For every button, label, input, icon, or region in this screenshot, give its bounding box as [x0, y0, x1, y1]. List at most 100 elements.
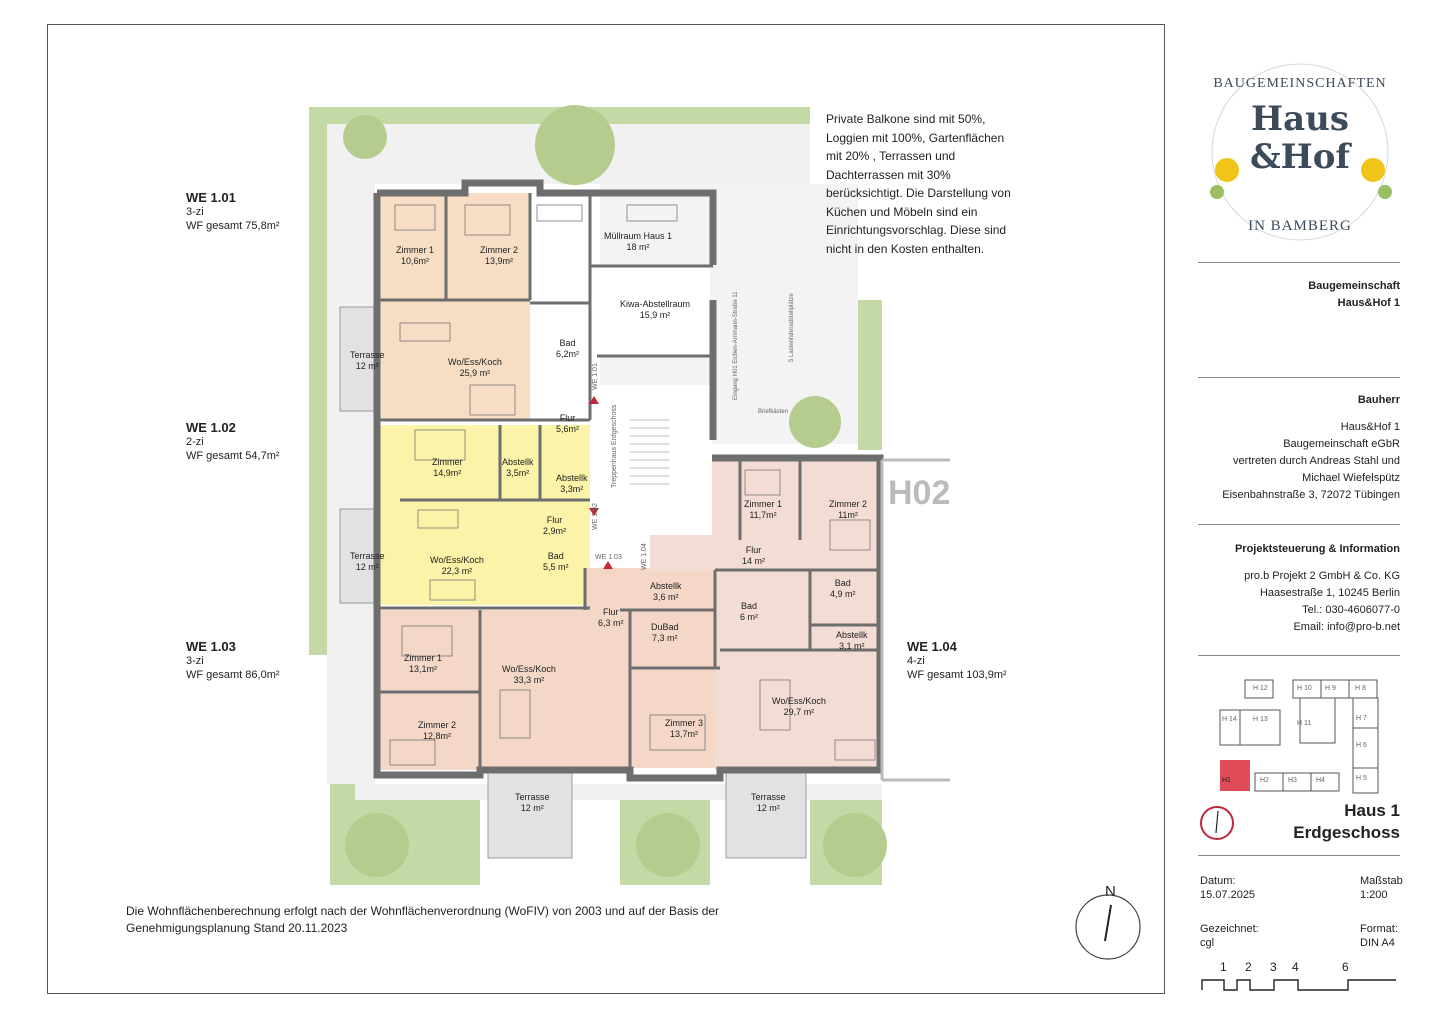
- divider: [1198, 377, 1400, 378]
- gezeichnet-block: Gezeichnet: cgl: [1200, 923, 1259, 949]
- scale-bar: [1201, 979, 1396, 991]
- terrace-we102: [339, 508, 377, 604]
- stair-treads: [630, 419, 670, 485]
- apartment-we104: WE 1.04 4-zi WF gesamt 103,9m²: [907, 640, 1007, 682]
- we103-entry-label: WE 1.03: [595, 554, 622, 561]
- projektsteuerung-block: Projektsteuerung & Information pro.b Pro…: [1198, 541, 1400, 636]
- apartment-area: WF gesamt 54,7m²: [186, 450, 280, 462]
- stair-label: Treppenhaus Erdgeschoss: [611, 404, 618, 488]
- svg-text:IN BAMBERG: IN BAMBERG: [1248, 218, 1352, 234]
- apartment-area: WF gesamt 86,0m²: [186, 669, 280, 681]
- we101-entry-label: WE 1.01: [592, 363, 599, 390]
- we104-entry-label: WE 1.04: [641, 543, 648, 570]
- north-label: N: [1105, 883, 1116, 900]
- apartment-name: WE 1.01: [186, 190, 236, 205]
- apartment-rooms: 2-zi: [186, 436, 204, 448]
- site-label: H 8: [1355, 685, 1366, 692]
- divider: [1198, 855, 1400, 856]
- divider: [1198, 262, 1400, 263]
- logo-hof: &Hof: [1249, 137, 1351, 177]
- we101-area: [380, 193, 530, 420]
- floor-plan: [309, 105, 950, 885]
- bauherr-heading: Bauherr: [1357, 394, 1400, 406]
- site-label: H 7: [1356, 715, 1367, 722]
- site-label: H 14: [1222, 716, 1237, 723]
- divider: [1198, 655, 1400, 656]
- we104-area: [715, 570, 880, 770]
- muellraum: [530, 193, 590, 303]
- entrance-label: Eingang H01 Eichen-Ammann-Straße 11: [733, 291, 739, 400]
- entrance-markers: [589, 396, 613, 569]
- north-arrow: [1075, 894, 1141, 960]
- kiwa-abstellraum: [590, 266, 710, 356]
- site-label: H 12: [1253, 685, 1268, 692]
- logo-haus: Haus: [1250, 99, 1349, 139]
- logo-main: Haus &Hof: [1195, 100, 1405, 176]
- site-label: H1: [1222, 777, 1231, 784]
- apartment-name: WE 1.02: [186, 420, 236, 435]
- drawing-frame: [47, 24, 1165, 994]
- site-label: H3: [1288, 777, 1297, 784]
- massstab-block: Maßstab 1:200: [1360, 875, 1403, 901]
- ps-heading: Projektsteuerung & Information: [1234, 543, 1400, 555]
- site-label: H 10: [1297, 685, 1312, 692]
- we102-entry-label: WE 1.02: [592, 503, 599, 530]
- scale-tick-label: 6: [1342, 960, 1349, 974]
- apartment-we101: WE 1.01 3-zi WF gesamt 75,8m²: [186, 191, 280, 233]
- calculation-note: Die Wohnflächenberechnung erfolgt nach d…: [126, 904, 720, 935]
- apartment-name: WE 1.03: [186, 639, 236, 654]
- h02-label: H02: [888, 474, 951, 512]
- h02-outline: [880, 458, 950, 782]
- site-label: H 6: [1356, 742, 1367, 749]
- interior-walls: [377, 193, 880, 770]
- tree: [636, 813, 700, 877]
- apartment-we102: WE 1.02 2-zi WF gesamt 54,7m²: [186, 421, 280, 463]
- terrace-we104: [725, 767, 807, 859]
- tree: [535, 105, 615, 185]
- divider: [1198, 524, 1400, 525]
- svg-text:BAUGEMEINSCHAFTEN: BAUGEMEINSCHAFTEN: [1213, 76, 1386, 91]
- apartment-area: WF gesamt 75,8m²: [186, 220, 280, 232]
- garden-left: [309, 107, 327, 655]
- site-label: H 13: [1253, 716, 1268, 723]
- apartment-name: WE 1.04: [907, 639, 957, 654]
- scale-tick-label: 1: [1220, 960, 1227, 974]
- scale-tick-label: 2: [1245, 960, 1252, 974]
- bikes-label: 5 Lastenfahrradstellplätze: [789, 293, 795, 362]
- site-label: H 5: [1356, 775, 1367, 782]
- project-name: Baugemeinschaft Haus&Hof 1: [1308, 280, 1400, 309]
- area-notes: Private Balkone sind mit 50%, Loggien mi…: [826, 112, 1011, 256]
- garden-right: [858, 300, 882, 450]
- logo: BAUGEMEINSCHAFTEN IN BAMBERG Haus &Hof: [1195, 52, 1405, 252]
- apartment-rooms: 4-zi: [907, 655, 925, 667]
- bauherr-block: Bauherr Haus&Hof 1 Baugemeinschaft eGbR …: [1198, 392, 1400, 504]
- scale-tick-label: 3: [1270, 960, 1277, 974]
- terrace-we103: [487, 767, 573, 859]
- logo-seal: BAUGEMEINSCHAFTEN IN BAMBERG: [1210, 63, 1392, 241]
- trees: [343, 105, 887, 877]
